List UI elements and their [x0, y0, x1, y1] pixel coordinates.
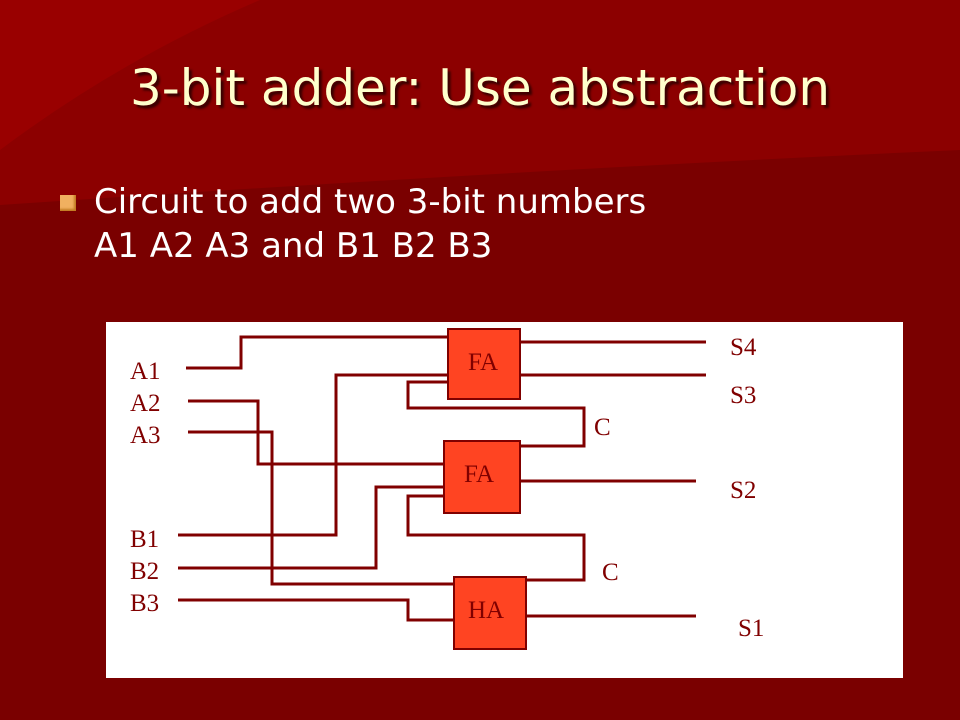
wire-a3 [188, 430, 454, 586]
input-label-b1: B1 [130, 526, 159, 553]
input-label-a1: A1 [130, 358, 161, 385]
wire-fa-carry-1 [406, 380, 586, 448]
input-label-a3: A3 [130, 422, 161, 449]
full-adder-label-1: FA [468, 349, 498, 376]
bullet-line-2: A1 A2 A3 and B1 B2 B3 [94, 226, 493, 266]
wire-b1 [178, 373, 448, 537]
output-label-s1: S1 [738, 615, 764, 642]
wire-b2 [178, 485, 444, 570]
output-label-s3: S3 [730, 382, 756, 409]
wire-fa-carry-2 [406, 494, 586, 582]
square-bullet-icon [60, 195, 76, 211]
input-labels: A1 A2 A3 B1 B2 B3 [130, 358, 161, 617]
adder-circuit-diagram: FA FA HA A1 A2 A3 B1 B2 B3 S4 S3 S2 S1 C… [106, 322, 903, 678]
carry-label-1: C [594, 414, 611, 441]
output-label-s2: S2 [730, 477, 756, 504]
output-labels: S4 S3 S2 S1 [730, 334, 764, 642]
circuit-wires [178, 335, 706, 622]
full-adder-block-2: FA [443, 440, 521, 514]
carry-labels: C C [594, 414, 619, 586]
wire-b3 [178, 598, 454, 622]
wire-a1 [186, 335, 448, 370]
half-adder-label: HA [468, 597, 504, 624]
full-adder-label-2: FA [464, 461, 494, 488]
input-label-b3: B3 [130, 590, 159, 617]
carry-label-2: C [602, 559, 619, 586]
slide-title: 3-bit adder: Use abstraction [129, 59, 831, 117]
bullet-line-1: Circuit to add two 3-bit numbers [94, 182, 647, 222]
input-label-a2: A2 [130, 390, 161, 417]
full-adder-block-1: FA [447, 328, 521, 400]
output-label-s4: S4 [730, 334, 757, 361]
bullet-text: Circuit to add two 3-bit numbers A1 A2 A… [94, 180, 774, 268]
half-adder-block: HA [453, 576, 527, 650]
input-label-b2: B2 [130, 558, 159, 585]
